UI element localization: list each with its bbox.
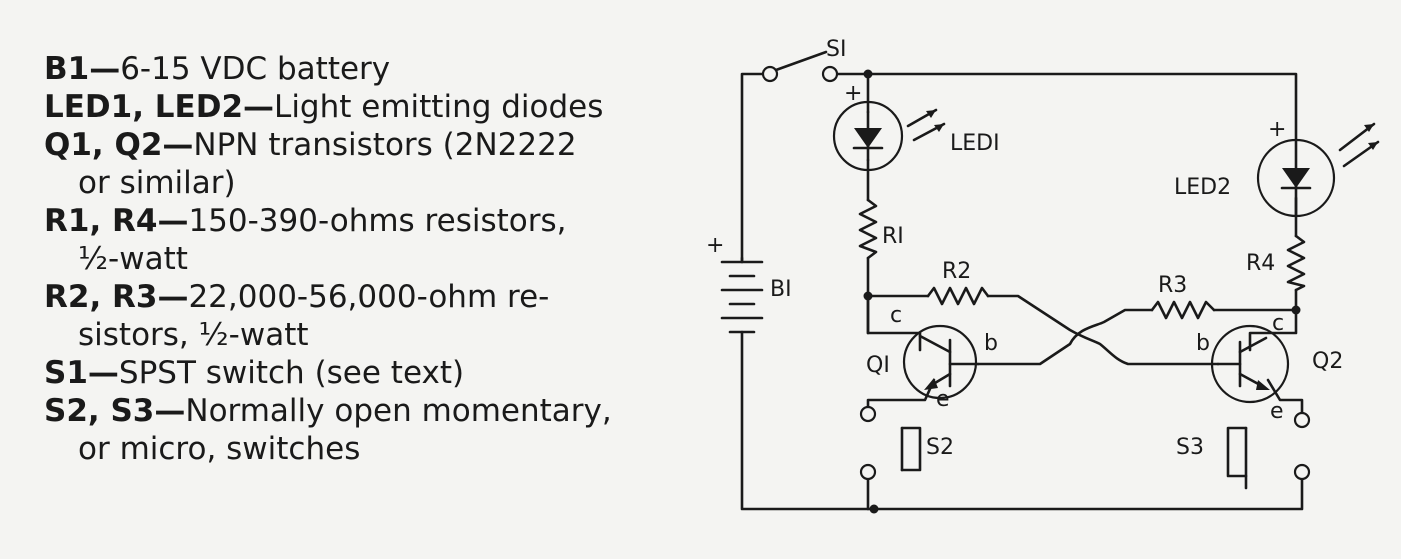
battery-polarity: + — [706, 233, 724, 258]
part-desc-cont: sistors, ½-watt — [78, 317, 309, 353]
junctions — [863, 69, 1301, 514]
q2-emitter: e — [1270, 399, 1284, 424]
q2-base: b — [1196, 331, 1210, 356]
part-desc-cont: or micro, switches — [78, 431, 361, 467]
q1-collector: c — [890, 303, 902, 328]
battery-b1: + BI — [706, 233, 792, 334]
transistor-q2: c b e Q2 — [1196, 311, 1343, 424]
part-transistors: Q1, Q2—NPN transistors (2N2222 or simila… — [44, 126, 684, 202]
resistor-r4: R4 — [1246, 234, 1306, 292]
label-b1: BI — [770, 277, 792, 302]
part-desc: NPN transistors (2N2222 — [193, 127, 577, 163]
part-id: B1 — [44, 51, 90, 87]
part-desc: 150-390-ohms resistors, — [188, 203, 567, 239]
part-leds: LED1, LED2—Light emitting diodes — [44, 89, 604, 125]
transistor-q1: c b e QI — [866, 303, 998, 412]
part-desc-cont: ½-watt — [78, 241, 188, 277]
part-desc-cont: or similar) — [78, 165, 236, 201]
label-q2: Q2 — [1312, 349, 1343, 374]
parts-list: B1—6-15 VDC battery LED1, LED2—Light emi… — [44, 50, 684, 468]
part-desc: 6-15 VDC battery — [120, 51, 391, 87]
part-desc: SPST switch (see text) — [118, 355, 465, 391]
q2-collector: c — [1272, 311, 1284, 336]
part-b1: B1—6-15 VDC battery — [44, 51, 391, 87]
part-id: R1, R4 — [44, 203, 158, 239]
label-s2: S2 — [926, 435, 954, 460]
switch-s1: SI — [761, 37, 846, 83]
resistor-r2: R2 — [926, 259, 990, 306]
resistor-r1: RI — [858, 198, 904, 260]
resistor-r3: R3 — [1150, 273, 1216, 320]
led2-symbol: + LED2 — [1174, 117, 1380, 218]
led1-polarity: + — [844, 81, 862, 106]
label-led1: LEDI — [950, 131, 1000, 156]
part-s2-s3: S2, S3—Normally open momentary, or micro… — [44, 392, 684, 468]
part-desc: Light emitting diodes — [274, 89, 604, 125]
part-id: Q1, Q2 — [44, 127, 163, 163]
part-r1-r4: R1, R4—150-390-ohms resistors, ½-watt — [44, 202, 684, 278]
part-desc: 22,000-56,000-ohm re- — [188, 279, 550, 315]
part-s1: S1—SPST switch (see text) — [44, 355, 465, 391]
led2-polarity: + — [1268, 117, 1286, 142]
part-r2-r3: R2, R3—22,000-56,000-ohm re- sistors, ½-… — [44, 278, 684, 354]
wires — [740, 72, 1304, 511]
label-led2: LED2 — [1174, 175, 1231, 200]
label-s1: SI — [826, 37, 846, 62]
part-id: S2, S3 — [44, 393, 155, 429]
part-id: R2, R3 — [44, 279, 158, 315]
label-q1: QI — [866, 353, 890, 378]
label-r1: RI — [882, 224, 904, 249]
part-id: S1 — [44, 355, 88, 391]
label-s3: S3 — [1176, 435, 1204, 460]
led1-symbol: + LEDI — [832, 81, 1000, 172]
q1-emitter: e — [936, 387, 950, 412]
switch-s2: S2 — [859, 405, 954, 481]
label-r2: R2 — [942, 259, 971, 284]
switch-s3: S3 — [1176, 411, 1311, 490]
label-r4: R4 — [1246, 251, 1275, 276]
label-r3: R3 — [1158, 273, 1187, 298]
part-id: LED1, LED2 — [44, 89, 244, 125]
q1-base: b — [984, 331, 998, 356]
part-desc: Normally open momentary, — [185, 393, 612, 429]
